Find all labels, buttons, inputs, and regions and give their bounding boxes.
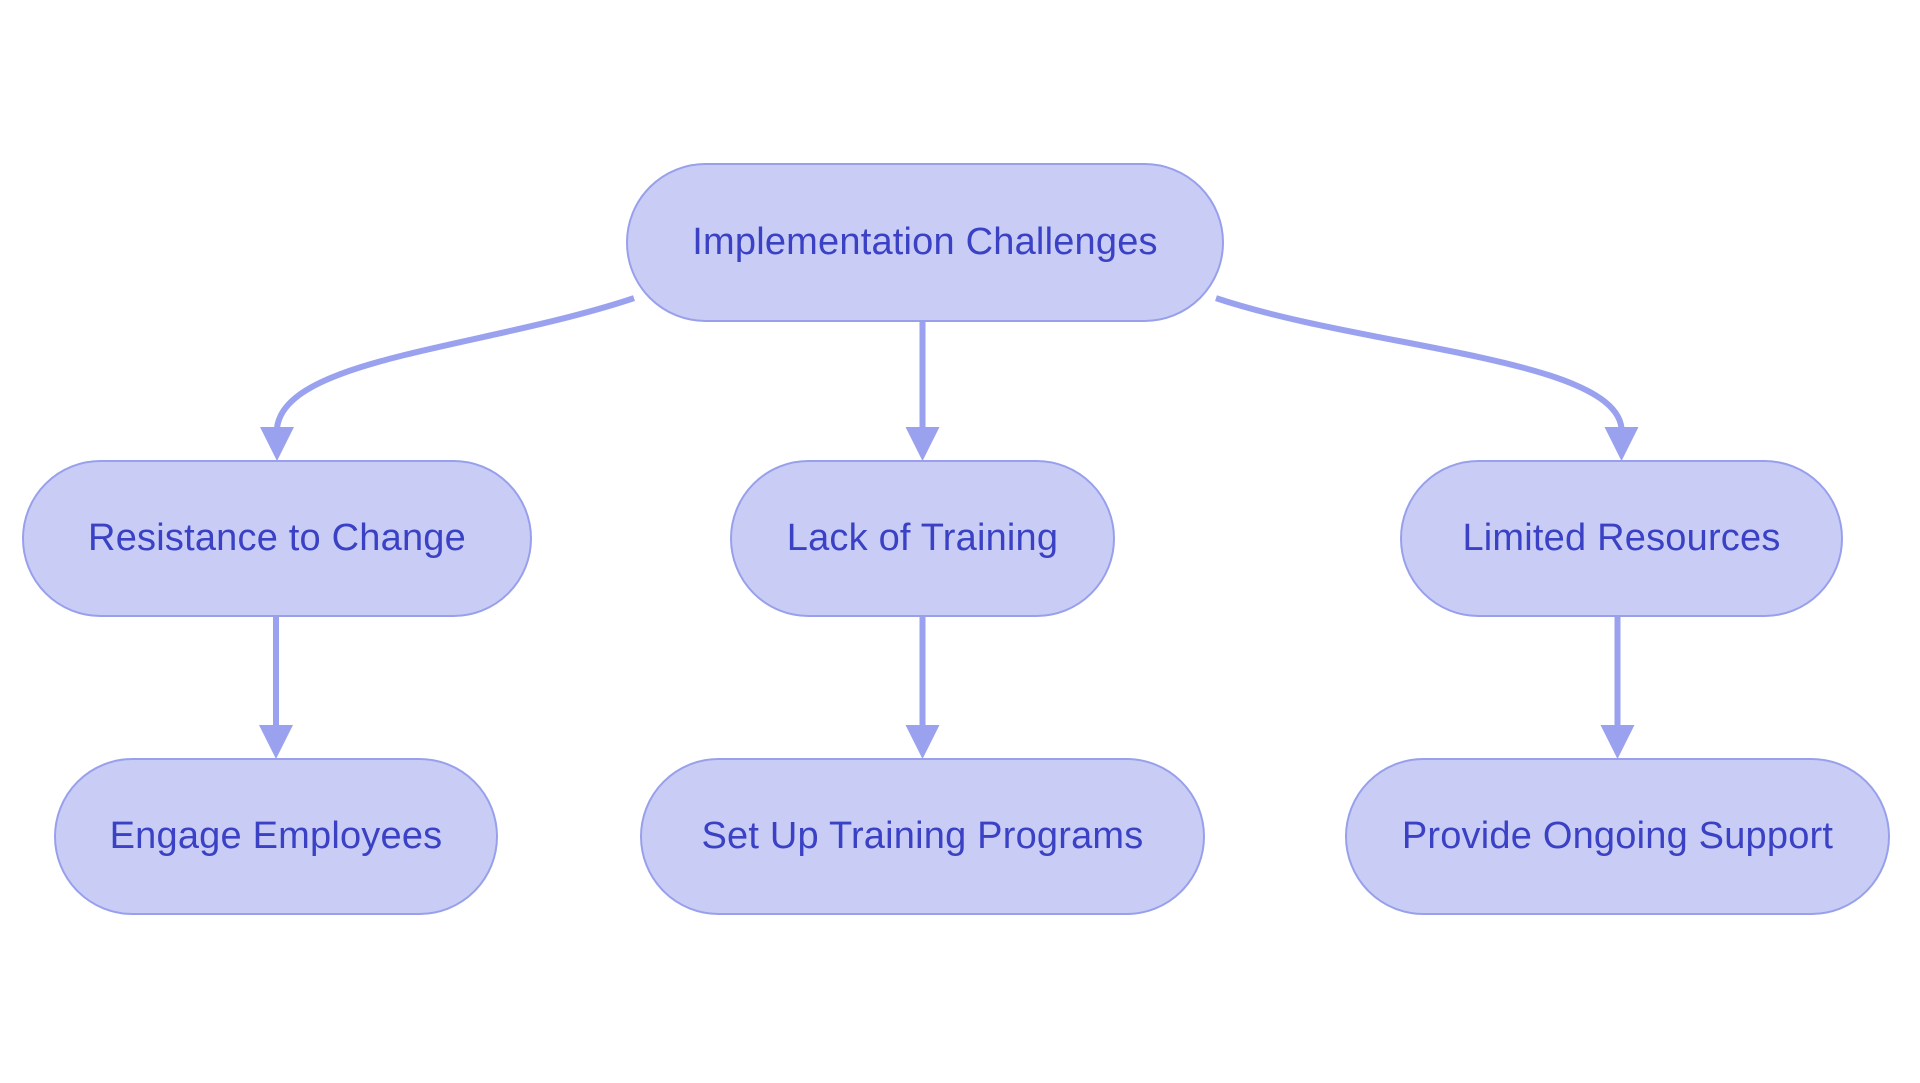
edge-limited-resources-to-provide-ongoing-support — [1600, 614, 1635, 759]
edge-lack-of-training-to-set-up-training-programs — [905, 614, 940, 759]
node-resistance-to-change[interactable]: Resistance to Change — [22, 460, 532, 617]
edge-resistance-to-change-to-engage-employees — [259, 614, 293, 759]
node-label: Set Up Training Programs — [701, 814, 1144, 857]
node-limited-resources[interactable]: Limited Resources — [1400, 460, 1843, 617]
node-implementation-challenges[interactable]: Implementation Challenges — [626, 163, 1224, 322]
edge-implementation-challenges-to-limited-resources — [1215, 295, 1639, 461]
node-lack-of-training[interactable]: Lack of Training — [730, 460, 1115, 617]
node-label: Resistance to Change — [88, 516, 466, 559]
node-provide-ongoing-support[interactable]: Provide Ongoing Support — [1345, 758, 1890, 915]
node-engage-employees[interactable]: Engage Employees — [54, 758, 498, 915]
node-label: Lack of Training — [786, 516, 1059, 559]
edge-implementation-challenges-to-resistance-to-change — [260, 295, 635, 461]
node-label: Engage Employees — [109, 814, 443, 857]
node-set-up-training-programs[interactable]: Set Up Training Programs — [640, 758, 1205, 915]
arrowhead-icon — [905, 725, 940, 759]
arrowhead-icon — [260, 427, 294, 461]
arrowhead-icon — [259, 725, 293, 759]
arrowhead-icon — [1600, 725, 1635, 759]
arrowhead-icon — [1604, 427, 1639, 461]
node-label: Implementation Challenges — [692, 220, 1158, 263]
edge-implementation-challenges-to-lack-of-training — [905, 319, 940, 461]
arrowhead-icon — [905, 427, 940, 461]
node-label: Limited Resources — [1462, 516, 1781, 559]
node-label: Provide Ongoing Support — [1401, 814, 1834, 857]
